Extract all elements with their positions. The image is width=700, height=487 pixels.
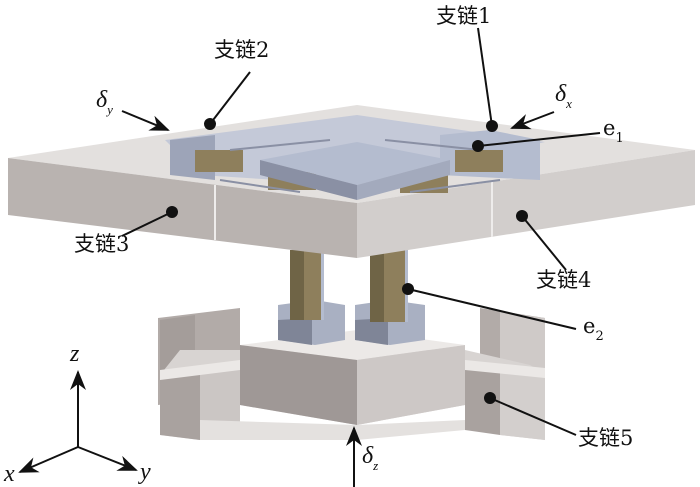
top-frame <box>8 105 695 258</box>
delta-y-subscript: y <box>107 102 113 117</box>
e1-subscript: 1 <box>615 131 624 146</box>
leader-lines <box>121 27 601 487</box>
e2-subscript: 2 <box>595 329 604 344</box>
label-delta-x: δx <box>555 81 572 110</box>
label-delta-y: δy <box>96 87 113 116</box>
coordinate-axes <box>18 370 138 473</box>
label-e1: e1 <box>603 116 624 146</box>
delta-z-base: δ <box>362 443 374 469</box>
axis-label-x: x <box>4 461 15 487</box>
label-delta-z: δz <box>362 443 378 472</box>
delta-x-base: δ <box>555 81 567 107</box>
label-e2: e2 <box>583 314 604 344</box>
label-chain-2: 支链2 <box>214 38 270 62</box>
axis-label-y: y <box>140 459 151 485</box>
e1-base: e <box>603 116 616 140</box>
label-chain-1: 支链1 <box>436 4 492 28</box>
axis-label-z: z <box>70 341 80 367</box>
e2-base: e <box>583 314 596 338</box>
label-chain-5: 支链5 <box>578 426 634 450</box>
leader-dots <box>166 118 528 404</box>
delta-x-subscript: x <box>566 96 572 111</box>
label-chain-4: 支链4 <box>536 268 592 292</box>
delta-z-subscript: z <box>373 458 379 473</box>
delta-y-base: δ <box>96 87 108 113</box>
bottom-stage <box>158 308 545 440</box>
label-chain-3: 支链3 <box>74 232 130 256</box>
